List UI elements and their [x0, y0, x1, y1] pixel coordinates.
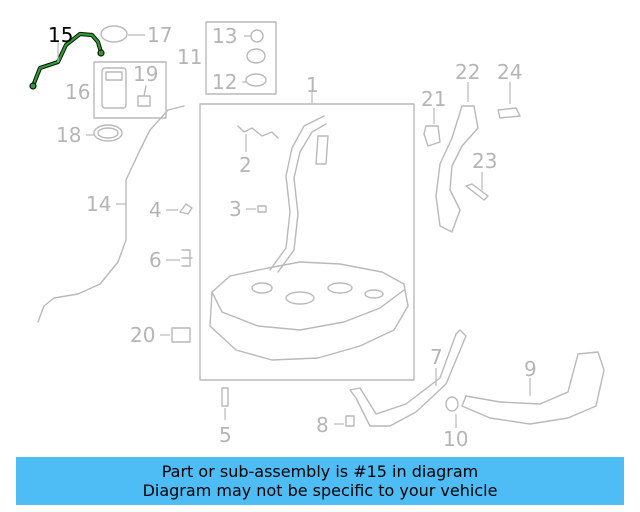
info-banner: Part or sub-assembly is #15 in diagram D…: [16, 457, 624, 505]
part-3-bolt[interactable]: [257, 205, 267, 213]
part-1-fuel-tank[interactable]: [209, 115, 409, 361]
part-5-bolt[interactable]: [221, 387, 229, 407]
callout-21: 21: [421, 87, 446, 111]
callout-16: 16: [65, 80, 90, 104]
callout-15: 15: [48, 23, 73, 47]
cap-seal-frame: [205, 21, 277, 95]
part-14-fuel-line[interactable]: [37, 105, 185, 323]
part-22-filler-neck[interactable]: [435, 105, 479, 233]
callout-11: 11: [177, 45, 202, 69]
part-24-clip[interactable]: [497, 107, 521, 119]
callout-7: 7: [430, 345, 443, 369]
callout-14: 14: [86, 192, 111, 216]
part-4-clip[interactable]: [179, 203, 193, 215]
callout-6: 6: [149, 248, 162, 272]
callout-10: 10: [443, 427, 468, 451]
callout-24: 24: [497, 60, 522, 84]
callout-2: 2: [239, 153, 252, 177]
banner-line-1: Part or sub-assembly is #15 in diagram: [161, 462, 479, 481]
part-19-sensor[interactable]: [137, 85, 151, 107]
part-16-pump-module[interactable]: [101, 67, 127, 109]
callout-8: 8: [316, 413, 329, 437]
part-15-fuel-line[interactable]: [29, 31, 105, 90]
pump-module-frame: [93, 61, 167, 119]
part-20-bracket[interactable]: [171, 327, 191, 343]
parts-diagram: 1 2 3 4 5 6 7 8 9 10 11 12 13 14 15 16 1…: [29, 21, 605, 451]
callout-13: 13: [212, 24, 237, 48]
part-7-strap[interactable]: [349, 329, 467, 427]
callout-1: 1: [306, 73, 319, 97]
part-2-harness[interactable]: [237, 125, 279, 139]
part-6-clip[interactable]: [181, 249, 193, 267]
part-9-shield[interactable]: [461, 351, 605, 425]
fuel-tank-frame: [199, 103, 415, 381]
banner-line-2: Diagram may not be specific to your vehi…: [142, 481, 498, 500]
callout-4: 4: [149, 198, 162, 222]
part-10-washer[interactable]: [445, 396, 459, 412]
callout-17: 17: [147, 23, 172, 47]
callout-23: 23: [472, 149, 497, 173]
part-12-seal[interactable]: [245, 73, 267, 87]
callout-20: 20: [130, 323, 155, 347]
part-13-cap[interactable]: [246, 29, 266, 64]
callout-3: 3: [229, 197, 242, 221]
part-18-ring[interactable]: [93, 124, 123, 142]
part-8-bolt[interactable]: [345, 415, 355, 427]
callout-22: 22: [455, 60, 480, 84]
part-21-bracket[interactable]: [423, 125, 441, 147]
part-17-ring[interactable]: [100, 25, 128, 43]
callout-18: 18: [56, 123, 81, 147]
callout-9: 9: [524, 357, 537, 381]
callout-5: 5: [219, 423, 232, 447]
callout-12: 12: [212, 70, 237, 94]
callout-19: 19: [133, 62, 158, 86]
part-23-screw[interactable]: [465, 183, 489, 201]
